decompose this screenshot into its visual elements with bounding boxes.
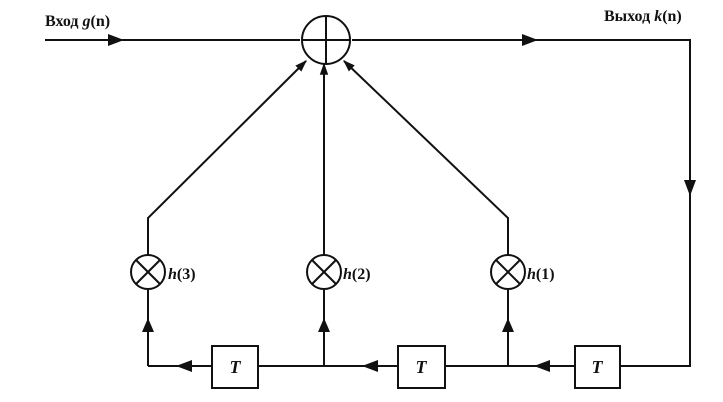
- feedback-down-arrow-icon: [684, 180, 696, 196]
- multiplier-h1-circle-times-icon: [490, 254, 526, 290]
- output-feedback-line: [352, 39, 691, 367]
- output-label: Выход k(n): [604, 8, 682, 25]
- mult3-to-adder-line: [147, 60, 307, 255]
- chain-arrow-icon-3: [176, 360, 192, 372]
- adder-circle-plus-icon: [301, 15, 351, 65]
- tap-arrow-icon-2: [318, 318, 330, 332]
- multiplier-label-h2: h(2): [343, 266, 371, 283]
- multiplier-label-h1: h(1): [527, 266, 555, 283]
- input-arrow-icon: [108, 34, 124, 46]
- delay-box-1: [211, 345, 259, 389]
- tap-arrow-icon-3: [142, 318, 154, 332]
- multiplier-label-h3: h(3): [168, 266, 196, 283]
- tap-arrow-icon-1: [502, 318, 514, 332]
- chain-arrow-icon-1: [534, 360, 550, 372]
- delay-label-3: T: [592, 357, 604, 377]
- multiplier-h3-circle-times-icon: [130, 254, 166, 290]
- multiplier-h2-circle-times-icon: [306, 254, 342, 290]
- delay-box-2: [397, 345, 446, 389]
- chain-arrow-icon-2: [362, 360, 378, 372]
- delay-box-3: [574, 345, 621, 389]
- mult1-to-adder-line: [343, 60, 509, 255]
- delay-label-2: T: [416, 357, 428, 377]
- delay-label-1: T: [230, 357, 242, 377]
- output-arrow-icon: [522, 34, 538, 46]
- input-label: Вход g(n): [45, 13, 110, 30]
